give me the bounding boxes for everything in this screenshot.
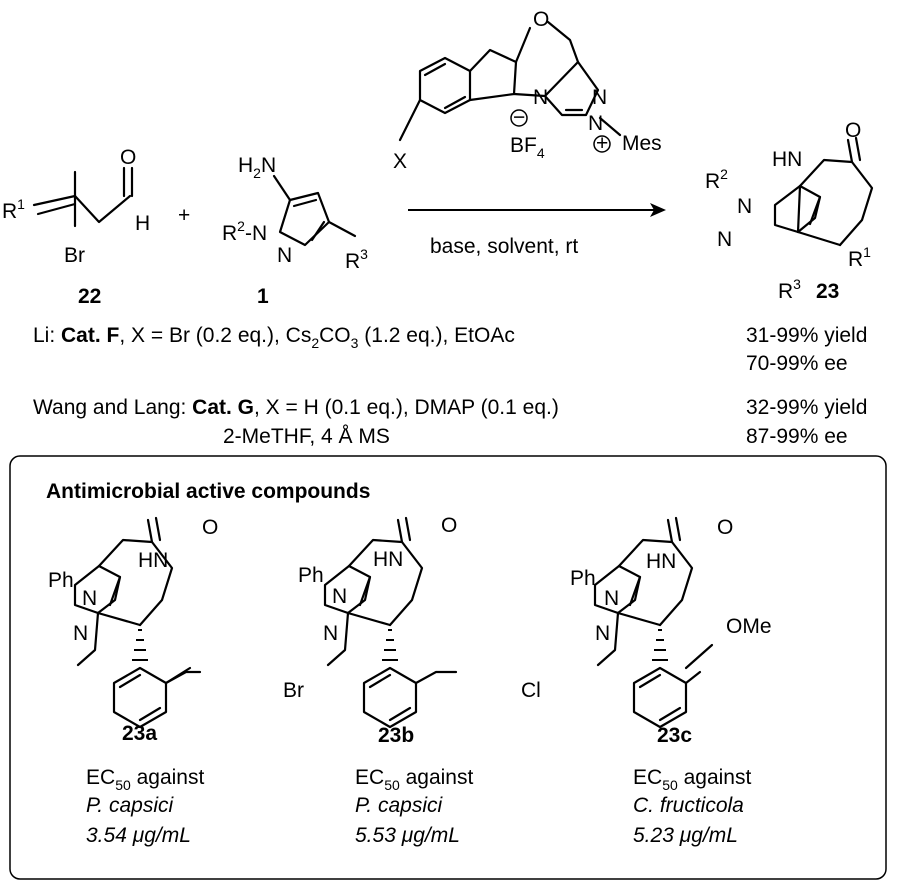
svg-text:N: N bbox=[323, 622, 338, 645]
svg-text:N: N bbox=[277, 244, 292, 267]
svg-text:HN: HN bbox=[772, 148, 802, 171]
svg-text:N: N bbox=[737, 195, 752, 218]
svg-text:N: N bbox=[533, 86, 548, 109]
svg-text:R2-N: R2-N bbox=[222, 218, 267, 245]
svg-text:N: N bbox=[592, 86, 607, 109]
svg-text:O: O bbox=[845, 119, 861, 142]
svg-text:HN: HN bbox=[138, 549, 168, 572]
svg-text:Li: Cat. F, X = Br (0.2 eq.),: Li: Cat. F, X = Br (0.2 eq.), Cs2CO3 (1.… bbox=[33, 324, 515, 351]
svg-text:5.53 μg/mL: 5.53 μg/mL bbox=[355, 824, 460, 847]
svg-text:O: O bbox=[120, 146, 136, 169]
svg-text:−: − bbox=[513, 106, 525, 129]
svg-text:Ph: Ph bbox=[48, 569, 74, 592]
svg-text:N: N bbox=[595, 622, 610, 645]
reaction-conditions: base, solvent, rt bbox=[430, 235, 578, 258]
svg-text:O: O bbox=[441, 514, 457, 537]
svg-text:23b: 23b bbox=[378, 724, 414, 747]
conditions-wang-lang: Wang and Lang: Cat. G, X = H (0.1 eq.), … bbox=[33, 396, 867, 448]
label-23: 23 bbox=[816, 280, 839, 303]
svg-text:C. fructicola: C. fructicola bbox=[633, 794, 744, 817]
svg-text:5.23 μg/mL: 5.23 μg/mL bbox=[633, 824, 738, 847]
svg-text:Cl: Cl bbox=[521, 679, 541, 702]
svg-text:R3: R3 bbox=[778, 276, 801, 303]
label-22: 22 bbox=[78, 285, 101, 308]
svg-text:3.54 μg/mL: 3.54 μg/mL bbox=[86, 824, 191, 847]
svg-text:P. capsici: P. capsici bbox=[86, 794, 174, 817]
svg-text:HN: HN bbox=[646, 550, 676, 573]
svg-text:Br: Br bbox=[64, 244, 85, 267]
substrate-1: H2N R2-N N R3 1 bbox=[222, 154, 368, 308]
svg-text:Wang and Lang: Cat. G, X = H (: Wang and Lang: Cat. G, X = H (0.1 eq.), … bbox=[33, 396, 559, 419]
svg-text:87-99% ee: 87-99% ee bbox=[746, 425, 848, 448]
svg-text:BF4: BF4 bbox=[510, 134, 545, 161]
svg-text:P. capsici: P. capsici bbox=[355, 794, 443, 817]
svg-text:2-MeTHF, 4 Å MS: 2-MeTHF, 4 Å MS bbox=[223, 425, 390, 448]
svg-text:N: N bbox=[332, 585, 347, 608]
svg-text:R2: R2 bbox=[705, 166, 728, 193]
svg-text:N: N bbox=[588, 112, 603, 135]
compound-23a: Ph HN O N N Br 23a EC50 against P. capsi… bbox=[48, 516, 304, 847]
svg-text:O: O bbox=[717, 516, 733, 539]
svg-text:Mes: Mes bbox=[622, 132, 662, 155]
svg-text:R1: R1 bbox=[848, 244, 871, 271]
svg-text:N: N bbox=[717, 228, 732, 251]
product-23: HN O R2 N N R1 R3 23 bbox=[705, 119, 874, 303]
svg-text:31-99% yield: 31-99% yield bbox=[746, 324, 867, 347]
svg-text:+: + bbox=[596, 132, 608, 155]
plus-sign: + bbox=[178, 204, 190, 227]
svg-text:23a: 23a bbox=[122, 722, 157, 745]
svg-text:70-99% ee: 70-99% ee bbox=[746, 352, 848, 375]
svg-text:OMe: OMe bbox=[726, 615, 772, 638]
svg-text:R1: R1 bbox=[2, 196, 25, 223]
svg-text:X: X bbox=[393, 150, 407, 173]
svg-text:HN: HN bbox=[373, 548, 403, 571]
svg-text:N: N bbox=[604, 587, 619, 610]
svg-text:H: H bbox=[135, 212, 150, 235]
svg-text:23c: 23c bbox=[657, 724, 692, 747]
svg-text:R3: R3 bbox=[345, 246, 368, 273]
svg-text:Ph: Ph bbox=[570, 567, 596, 590]
svg-text:N: N bbox=[73, 622, 88, 645]
svg-text:32-99% yield: 32-99% yield bbox=[746, 396, 867, 419]
svg-text:Ph: Ph bbox=[298, 564, 324, 587]
svg-text:H2N: H2N bbox=[238, 154, 276, 181]
compound-23b: Ph HN O N N Cl 23b EC50 against P. capsi… bbox=[298, 514, 541, 847]
conditions-li: Li: Cat. F, X = Br (0.2 eq.), Cs2CO3 (1.… bbox=[33, 324, 867, 375]
svg-text:EC50 against: EC50 against bbox=[633, 766, 751, 793]
svg-text:Br: Br bbox=[283, 679, 304, 702]
svg-text:O: O bbox=[533, 8, 549, 31]
compound-23c: Ph HN O N N OMe 23c EC50 against C. fruc… bbox=[570, 516, 772, 847]
catalyst-structure: O N N N X − BF4 + Mes bbox=[393, 8, 662, 173]
substrate-22: R1 Br O H 22 bbox=[2, 146, 150, 308]
box-title: Antimicrobial active compounds bbox=[46, 480, 370, 503]
svg-text:N: N bbox=[82, 587, 97, 610]
compounds-box bbox=[9, 455, 887, 880]
svg-text:EC50 against: EC50 against bbox=[86, 766, 204, 793]
label-1: 1 bbox=[257, 285, 269, 308]
svg-text:EC50 against: EC50 against bbox=[355, 766, 473, 793]
reaction-arrow bbox=[408, 203, 666, 217]
svg-text:O: O bbox=[202, 516, 218, 539]
